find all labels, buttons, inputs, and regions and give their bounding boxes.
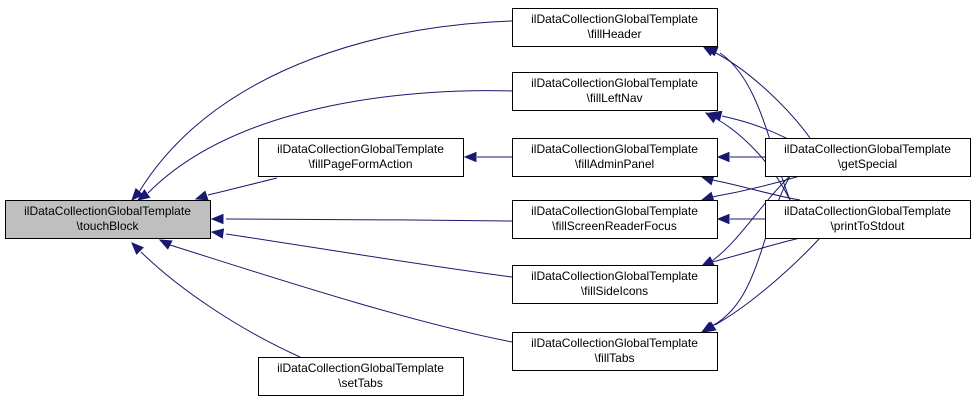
node-class-label: ilDataCollectionGlobalTemplate <box>531 336 698 350</box>
node-box <box>512 200 718 239</box>
edge-fillTabs-to-touchBlock <box>158 239 513 343</box>
edge-line <box>711 175 791 327</box>
edge-getSpecial-to-fillHeader <box>701 45 811 139</box>
node-getSpecial[interactable]: ilDataCollectionGlobalTemplate\getSpecia… <box>765 138 971 177</box>
node-class-label: ilDataCollectionGlobalTemplate <box>277 142 444 156</box>
node-class-label: ilDataCollectionGlobalTemplate <box>784 142 951 156</box>
node-printToStdout[interactable]: ilDataCollectionGlobalTemplate\printToSt… <box>765 200 971 239</box>
node-setTabs[interactable]: ilDataCollectionGlobalTemplate\setTabs <box>258 357 464 396</box>
node-class-label: ilDataCollectionGlobalTemplate <box>24 204 191 218</box>
edge-line <box>138 20 513 193</box>
arrowhead-icon <box>463 151 477 163</box>
node-box <box>512 332 718 371</box>
edge-line <box>714 117 791 201</box>
edge-getSpecial-to-fillTabs <box>700 175 791 333</box>
edge-fillLeftNav-to-touchBlock <box>136 90 513 201</box>
edge-printToStdout-to-fillScreenReaderFocus <box>716 213 766 225</box>
node-box <box>258 357 464 396</box>
node-fillTabs[interactable]: ilDataCollectionGlobalTemplate\fillTabs <box>512 332 718 371</box>
node-fillHeader[interactable]: ilDataCollectionGlobalTemplate\fillHeade… <box>512 8 718 47</box>
edge-line <box>711 179 801 201</box>
arrowhead-icon <box>210 213 224 225</box>
edge-line <box>721 115 791 141</box>
edge-printToStdout-to-fillAdminPanel <box>700 175 801 201</box>
edge-line <box>169 244 513 343</box>
node-touchBlock[interactable]: ilDataCollectionGlobalTemplate\touchBloc… <box>5 200 211 239</box>
edge-fillPageFormAction-to-touchBlock <box>194 177 278 201</box>
node-method-label: \touchBlock <box>76 219 139 233</box>
edge-fillHeader-to-touchBlock <box>131 20 513 201</box>
node-method-label: \fillAdminPanel <box>575 157 654 171</box>
arrowhead-icon <box>702 321 717 333</box>
node-class-label: ilDataCollectionGlobalTemplate <box>784 204 951 218</box>
node-box <box>512 265 718 304</box>
node-method-label: \fillHeader <box>587 27 641 41</box>
edge-line <box>711 237 801 263</box>
edge-line <box>711 175 801 198</box>
edge-line <box>225 233 513 278</box>
arrowhead-icon <box>704 46 719 57</box>
edge-line <box>140 251 301 358</box>
arrowhead-icon <box>131 187 144 201</box>
node-method-label: \getSpecial <box>838 157 897 171</box>
edge-line <box>225 218 513 222</box>
edge-getSpecial-to-fillAdminPanel <box>716 151 765 163</box>
node-fillSideIcons[interactable]: ilDataCollectionGlobalTemplate\fillSideI… <box>512 265 718 304</box>
edge-setTabs-to-touchBlock <box>131 242 301 358</box>
edge-getSpecial-to-fillLeftNav <box>708 110 791 141</box>
arrowhead-icon <box>700 191 715 202</box>
edge-line <box>719 52 791 201</box>
arrowhead-icon <box>194 190 209 201</box>
node-method-label: \fillTabs <box>594 351 634 365</box>
edge-printToStdout-to-fillTabs <box>702 237 821 333</box>
node-layer: ilDataCollectionGlobalTemplate\touchBloc… <box>5 8 971 396</box>
node-box <box>512 72 718 111</box>
arrowhead-icon <box>131 242 144 255</box>
node-class-label: ilDataCollectionGlobalTemplate <box>531 142 698 156</box>
edge-printToStdout-to-fillSideIcons <box>700 237 801 267</box>
node-box <box>765 200 971 239</box>
node-method-label: \printToStdout <box>830 219 905 233</box>
node-fillPageFormAction[interactable]: ilDataCollectionGlobalTemplate\fillPageF… <box>258 138 464 177</box>
edge-fillScreenReaderFocus-to-touchBlock <box>210 213 513 225</box>
node-method-label: \fillPageFormAction <box>308 157 412 171</box>
node-class-label: ilDataCollectionGlobalTemplate <box>531 76 698 90</box>
arrowhead-icon <box>210 228 225 239</box>
node-method-label: \fillSideIcons <box>581 284 648 298</box>
node-fillAdminPanel[interactable]: ilDataCollectionGlobalTemplate\fillAdmin… <box>512 138 718 177</box>
node-method-label: \setTabs <box>338 376 383 390</box>
node-class-label: ilDataCollectionGlobalTemplate <box>277 361 444 375</box>
arrowhead-icon <box>716 213 730 225</box>
node-class-label: ilDataCollectionGlobalTemplate <box>531 12 698 26</box>
edge-line <box>147 90 513 194</box>
node-box <box>5 200 211 239</box>
edge-printToStdout-to-fillHeader <box>704 46 791 201</box>
node-class-label: ilDataCollectionGlobalTemplate <box>531 269 698 283</box>
arrowhead-icon <box>136 189 151 201</box>
node-box <box>765 138 971 177</box>
edge-fillAdminPanel-to-fillPageFormAction <box>463 151 512 163</box>
node-box <box>258 138 464 177</box>
edge-line <box>711 175 791 262</box>
arrowhead-icon <box>700 175 715 186</box>
edge-printToStdout-to-fillLeftNav <box>704 112 791 201</box>
node-fillLeftNav[interactable]: ilDataCollectionGlobalTemplate\fillLeftN… <box>512 72 718 111</box>
edge-line <box>714 237 821 326</box>
node-method-label: \fillScreenReaderFocus <box>552 219 677 233</box>
node-box <box>512 138 718 177</box>
arrowhead-icon <box>716 151 730 163</box>
node-method-label: \fillLeftNav <box>586 91 642 105</box>
arrowhead-icon <box>158 239 173 250</box>
edge-layer <box>131 20 821 358</box>
arrowhead-icon <box>704 112 719 124</box>
node-class-label: ilDataCollectionGlobalTemplate <box>531 204 698 218</box>
edge-fillSideIcons-to-touchBlock <box>210 228 513 278</box>
node-fillScreenReaderFocus[interactable]: ilDataCollectionGlobalTemplate\fillScree… <box>512 200 718 239</box>
edge-line <box>207 177 278 196</box>
node-box <box>512 8 718 47</box>
edge-line <box>711 50 811 139</box>
